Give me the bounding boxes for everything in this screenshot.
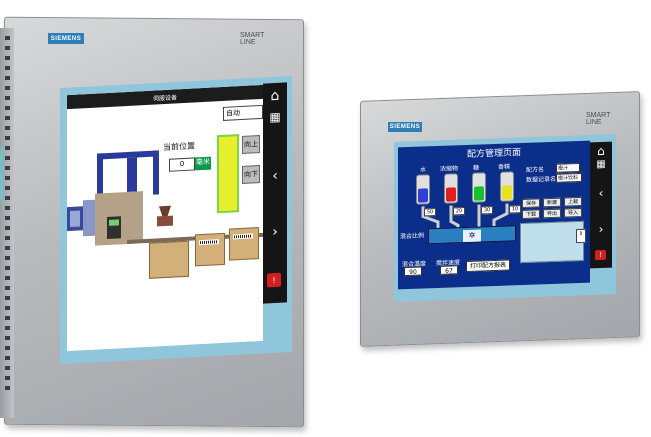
- tank-value-water: 50: [424, 208, 436, 217]
- brand-logo: SIEMENS: [48, 33, 84, 44]
- recipe-list[interactable]: [520, 220, 584, 264]
- vent-slot: [5, 386, 10, 390]
- vent-slot: [5, 136, 10, 140]
- recipe-name-field[interactable]: 橙汁: [556, 162, 580, 173]
- mixer-tank: ✲: [428, 225, 516, 245]
- right-screen: 配方管理页面 水 浓缩物 糖 香精 50 20 30 10 配方名 橙汁 数据记: [398, 140, 590, 290]
- vent-slot: [5, 316, 10, 320]
- left-side-strip: [0, 28, 14, 418]
- brand-logo: SIEMENS: [388, 122, 422, 132]
- vent-slot: [5, 196, 10, 200]
- vent-slot: [5, 356, 10, 360]
- barcode-1: [199, 239, 219, 246]
- alarm-icon[interactable]: !: [267, 272, 281, 288]
- record-name-label: 数据记录名: [526, 175, 557, 184]
- side-highlight: [0, 145, 10, 205]
- vent-slot: [5, 286, 10, 290]
- model-label: SMART LINE: [586, 112, 611, 126]
- chevron-right-icon[interactable]: ›: [598, 221, 604, 237]
- vent-slot: [5, 156, 10, 160]
- vent-slot: [5, 296, 10, 300]
- vent-slot: [5, 46, 10, 50]
- barcode-2: [233, 233, 253, 240]
- vent-slot: [5, 336, 10, 340]
- vent-slot: [5, 56, 10, 60]
- vent-slot: [5, 366, 10, 370]
- vent-slot: [5, 376, 10, 380]
- vent-slot: [5, 76, 10, 80]
- model-label: SMART LINE: [240, 32, 265, 46]
- vent-slot: [5, 86, 10, 90]
- pipe-network: [421, 203, 509, 231]
- left-toolbar: ⌂ ▦ ‹ › !: [263, 82, 287, 304]
- right-toolbar: ⌂ ▦ ‹ › !: [590, 141, 612, 269]
- vent-slot: [5, 36, 10, 40]
- vent-slot: [5, 166, 10, 170]
- vent-slot: [5, 186, 10, 190]
- action-button-download[interactable]: 下载: [522, 209, 540, 220]
- action-button-new[interactable]: 新建: [543, 197, 561, 208]
- vent-slot: [5, 126, 10, 130]
- action-button-import[interactable]: 导入: [564, 207, 582, 218]
- home-icon[interactable]: ⌂: [270, 87, 280, 105]
- vent-slot: [5, 226, 10, 230]
- grid-menu-icon[interactable]: ▦: [596, 158, 606, 170]
- vent-slot: [5, 106, 10, 110]
- chevron-left-icon[interactable]: ‹: [272, 167, 278, 185]
- action-button-upload[interactable]: 上载: [564, 196, 582, 207]
- vent-slot: [5, 236, 10, 240]
- vent-slot: [5, 256, 10, 260]
- vent-slot: [5, 326, 10, 330]
- action-button-save[interactable]: 保存: [522, 198, 540, 209]
- recipe-name-label: 配方名: [526, 166, 545, 174]
- grid-menu-icon[interactable]: ▦: [269, 109, 281, 125]
- vent-slot: [5, 146, 10, 150]
- vent-slot: [5, 66, 10, 70]
- product-box-open: [149, 240, 189, 279]
- vent-slot: [5, 96, 10, 100]
- chevron-right-icon[interactable]: ›: [272, 223, 278, 241]
- vent-slot: [5, 266, 10, 270]
- mix-ratio-label: 混合比例: [400, 232, 425, 241]
- tank-value-flavor: 10: [509, 205, 521, 214]
- chevron-left-icon[interactable]: ‹: [598, 185, 604, 201]
- action-button-export[interactable]: 导出: [543, 208, 561, 219]
- vent-slot: [5, 116, 10, 120]
- vent-slot: [5, 216, 10, 220]
- alarm-icon[interactable]: !: [595, 249, 606, 261]
- product-box-2: [229, 227, 259, 261]
- vent-slot: [5, 276, 10, 280]
- record-name-field[interactable]: 橙汁饮料: [556, 172, 582, 183]
- mix-temp-value[interactable]: 90: [404, 266, 422, 277]
- vent-slot: [5, 346, 10, 350]
- left-screen: 伺服设备 自动 当前位置 0 毫米 向上 向下: [67, 84, 263, 352]
- tank-value-concentrate: 20: [453, 207, 465, 216]
- fan-icon: ✲: [463, 229, 481, 243]
- product-box-1: [195, 232, 225, 267]
- stir-speed-value[interactable]: 67: [440, 265, 458, 275]
- vent-slot: [5, 176, 10, 180]
- vent-slot: [5, 246, 10, 250]
- vent-slot: [5, 206, 10, 210]
- home-icon[interactable]: ⌂: [597, 143, 605, 159]
- tank-value-sugar: 30: [481, 206, 493, 215]
- print-report-button[interactable]: 打印配方报表: [466, 259, 510, 272]
- machine-illustration: [67, 150, 263, 246]
- list-scroll-button[interactable]: ⇕: [576, 228, 586, 244]
- vent-slot: [5, 306, 10, 310]
